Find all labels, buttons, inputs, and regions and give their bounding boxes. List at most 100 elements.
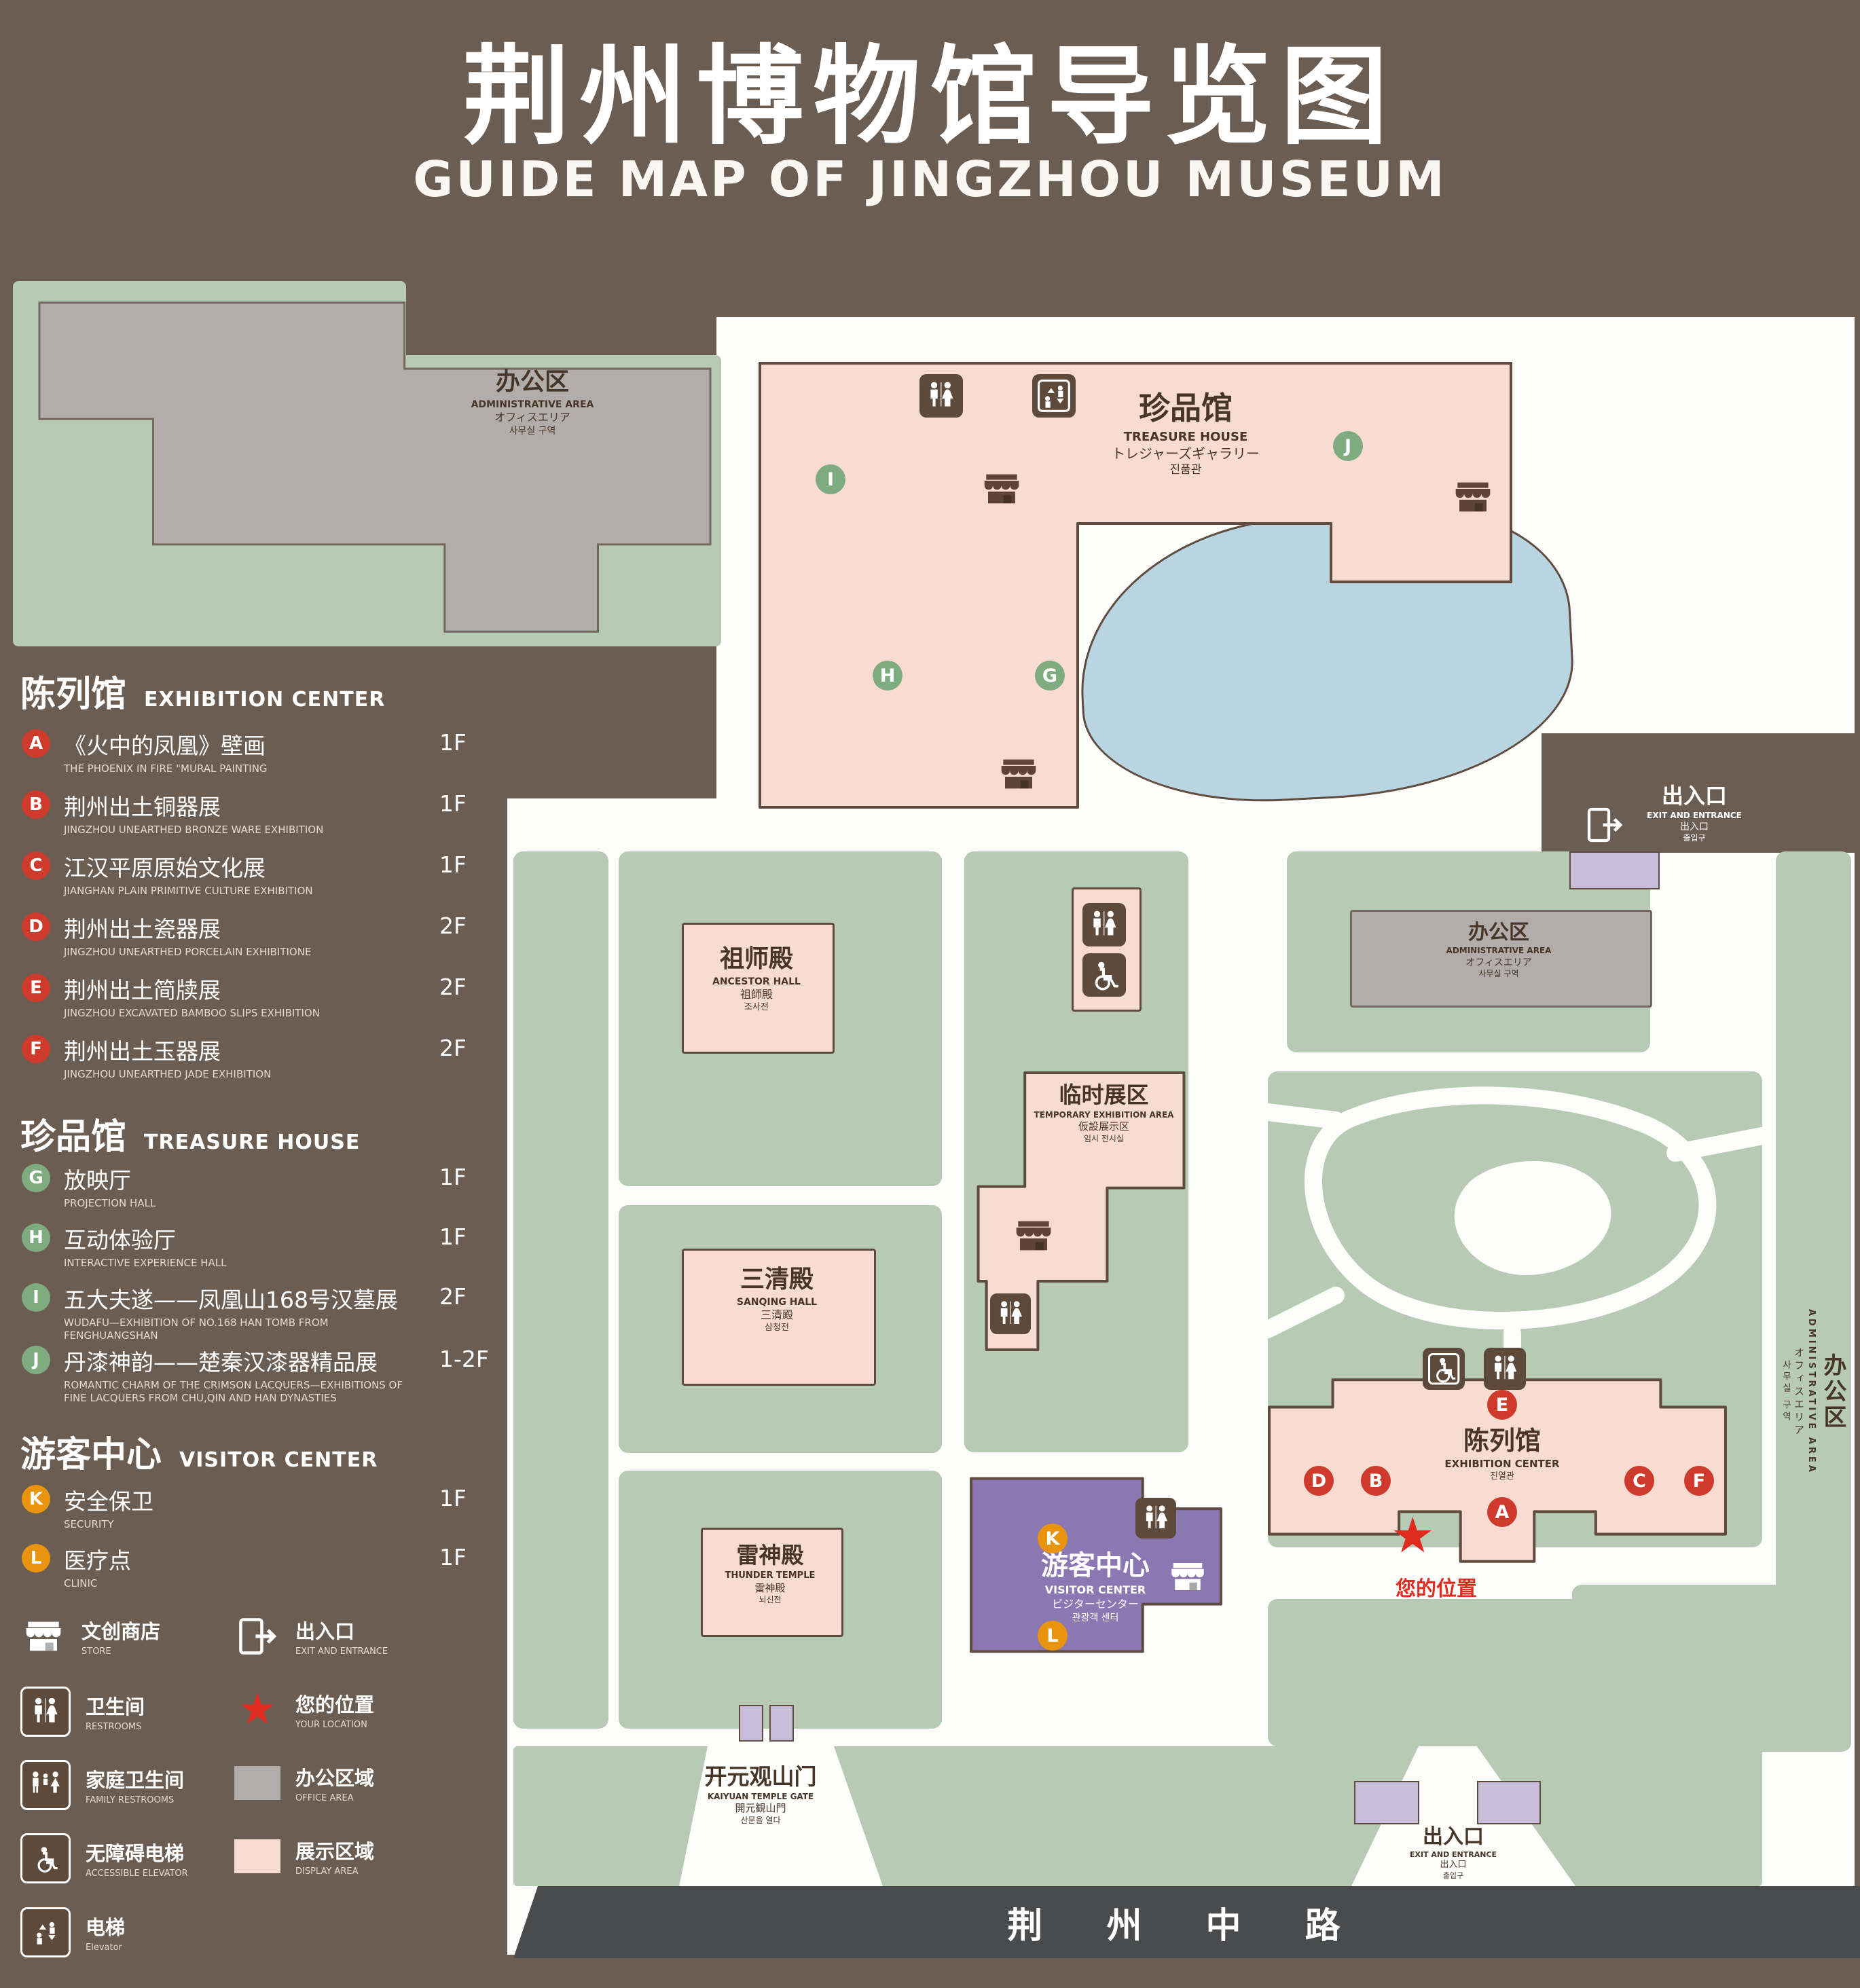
your-location-label: 您的位置 <box>1396 1577 1477 1601</box>
building-treasure-house <box>759 362 1512 809</box>
green-block-south-east <box>1572 1585 1851 1752</box>
marker-k: K <box>1038 1524 1068 1553</box>
building-exhibition-center <box>1268 1378 1727 1563</box>
badge-i: I <box>22 1283 50 1312</box>
entrance-block-south-2 <box>1477 1781 1541 1824</box>
label-ancestor-hall: 祖师殿 ANCESTOR HALL 祖師殿 조사전 <box>712 945 801 1012</box>
label-exit-south: 出入口 EXIT AND ENTRANCE 出入口 출입구 <box>1409 1825 1497 1881</box>
floor-g: 1F <box>439 1164 467 1190</box>
badge-g: G <box>22 1164 50 1192</box>
family-restroom-icon <box>20 1760 71 1810</box>
floor-e: 2F <box>439 974 467 1000</box>
store-icon <box>997 752 1040 796</box>
elevator-icon <box>20 1907 71 1957</box>
accessible-restroom-icon <box>1082 953 1126 997</box>
marker-e: E <box>1487 1390 1517 1420</box>
label-admin-top-left: 办公区 ADMINISTRATIVE AREA オフィスエリア 사무실 구역 <box>471 368 594 437</box>
restroom-icon <box>20 1687 71 1737</box>
floor-k: 1F <box>439 1485 467 1511</box>
floor-h: 1F <box>439 1223 467 1250</box>
entrance-block-north-east <box>1569 851 1660 889</box>
badge-e: E <box>22 974 50 1002</box>
legend-section-title-en: EXHIBITION CENTER <box>144 688 386 712</box>
building-sanqing-hall <box>682 1249 876 1386</box>
building-ancestor-hall <box>682 923 835 1054</box>
floor-f: 2F <box>439 1035 467 1061</box>
gate-block-2 <box>769 1705 794 1742</box>
label-visitor-center: 游客中心 VISITOR CENTER ビジターセンター 관광객 센터 <box>1041 1550 1150 1623</box>
badge-a: A <box>22 729 50 758</box>
restroom-icon <box>919 374 963 418</box>
label-exit-north-east: 出入口 EXIT AND ENTRANCE 出入口 출입구 <box>1647 783 1742 843</box>
legend-section-title-zh: 陈列馆 <box>20 674 127 715</box>
marker-h: H <box>873 661 902 691</box>
accessible-elevator-icon <box>20 1833 71 1883</box>
accessible-elevator-icon <box>1423 1348 1465 1390</box>
legend-section-visitor-center: 游客中心 VISITOR CENTER <box>20 1435 378 1475</box>
floor-c: 1F <box>439 851 467 878</box>
badge-b: B <box>22 790 50 819</box>
building-temporary-exhibition <box>977 1071 1186 1351</box>
building-admin-east <box>1350 910 1652 1008</box>
exit-icon <box>234 1613 280 1659</box>
label-admin-east: 办公区 ADMINISTRATIVE AREA オフィスエリア 사무실 구역 <box>1446 921 1552 978</box>
store-icon <box>1451 475 1495 519</box>
store-icon <box>980 467 1023 511</box>
badge-c: C <box>22 851 50 880</box>
badge-f: F <box>22 1035 50 1063</box>
elevator-icon <box>1032 374 1076 418</box>
marker-d: D <box>1304 1466 1334 1496</box>
floor-i: 2F <box>439 1283 467 1310</box>
display-area-swatch <box>234 1833 280 1879</box>
marker-a: A <box>1487 1497 1517 1527</box>
gate-block-1 <box>739 1705 763 1742</box>
label-thunder-temple: 雷神殿 THUNDER TEMPLE 雷神殿 뇌신전 <box>725 1542 816 1605</box>
page-subtitle: GUIDE MAP OF JINGZHOU MUSEUM <box>413 151 1447 208</box>
restroom-icon <box>1484 1348 1526 1390</box>
garden-paths <box>1268 1086 1762 1369</box>
restroom-icon <box>990 1293 1031 1334</box>
green-strip-west <box>513 851 608 1729</box>
badge-d: D <box>22 913 50 941</box>
road-jingzhou-middle: 荆 州 中 路 <box>513 1886 1860 1958</box>
marker-b: B <box>1361 1466 1391 1496</box>
label-kaiyuan-gate: 开元观山门 KAIYUAN TEMPLE GATE 開元観山門 산문을 열다 <box>704 1763 817 1825</box>
restroom-icon <box>1082 903 1126 946</box>
floor-d: 2F <box>439 913 467 939</box>
your-location-star-icon: ★ <box>1391 1507 1435 1564</box>
legend-section-treasure-house: 珍品馆 TREASURE HOUSE <box>20 1117 361 1158</box>
road-label: 荆 州 中 路 <box>1007 1905 1366 1947</box>
location-star-icon: ★ <box>238 1685 277 1735</box>
label-admin-far-east: 办公区 ADMINISTRATIVE AREA オフィスエリア 사무실 구역 <box>1781 1309 1846 1475</box>
label-treasure-house: 珍品馆 TREASURE HOUSE トレジャーズギャラリー 진품관 <box>1112 390 1260 477</box>
entrance-block-south-1 <box>1354 1781 1419 1824</box>
marker-l: L <box>1038 1621 1068 1651</box>
badge-k: K <box>22 1485 50 1513</box>
store-icon <box>20 1613 67 1659</box>
page-title: 荆州博物馆导览图 <box>462 35 1398 160</box>
marker-f: F <box>1684 1466 1714 1496</box>
floor-b: 1F <box>439 790 467 817</box>
label-exhibition-center: 陈列馆 EXHIBITION CENTER 진열관 <box>1444 1426 1560 1481</box>
marker-g: G <box>1035 661 1065 691</box>
marker-c: C <box>1624 1466 1654 1496</box>
top-right-brown-band <box>1542 733 1860 853</box>
